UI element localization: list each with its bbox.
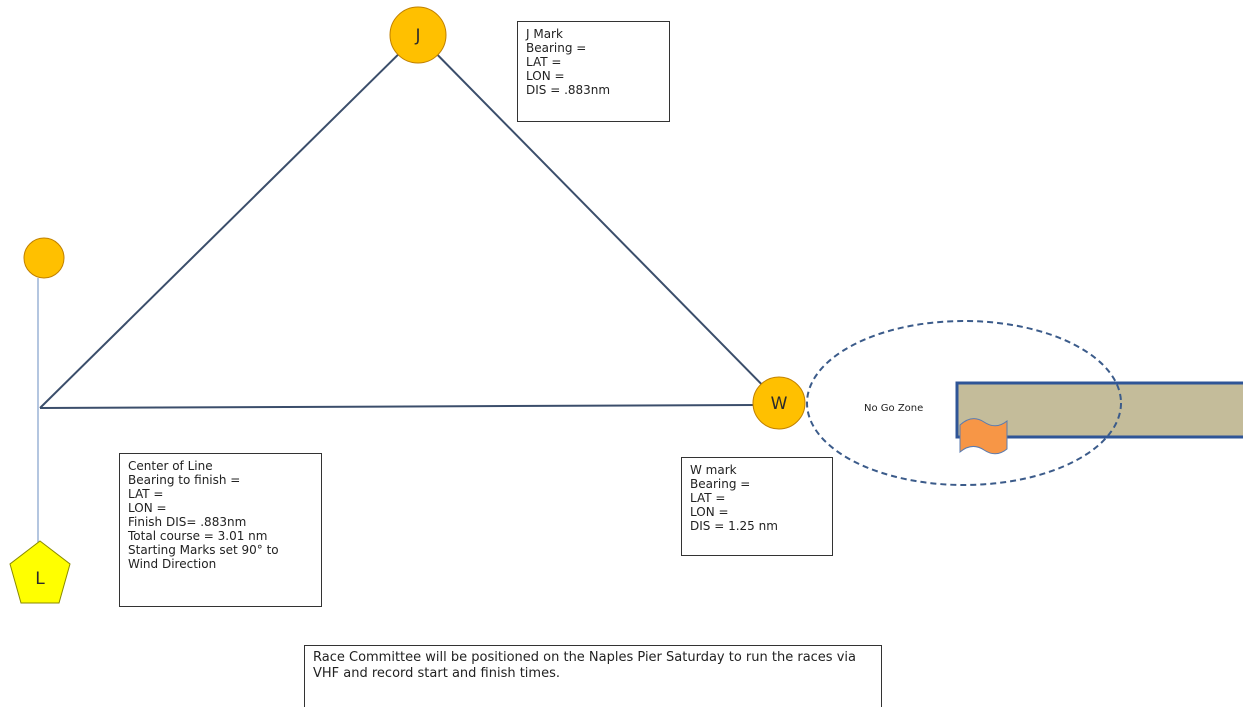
center-wind-direction: Wind Direction [128,557,217,571]
center-of-line-info-box: Center of Line Bearing to finish = LAT =… [119,453,322,607]
no-go-zone-boundary [806,320,1122,486]
center-lat: LAT = [128,487,164,501]
w-mark-bearing: Bearing = [690,477,751,491]
j-mark: J [389,6,447,64]
center-starting-marks: Starting Marks set 90° to [128,543,279,557]
j-mark-distance: DIS = .883nm [526,83,611,97]
j-mark-lat: LAT = [526,55,562,69]
l-mark-pentagon [9,540,71,604]
center-lon: LON = [128,501,167,515]
j-mark-title: J Mark [526,27,563,41]
pin-end-buoy [23,237,65,279]
center-bearing: Bearing to finish = [128,473,241,487]
w-mark-distance: DIS = 1.25 nm [690,519,778,533]
center-title: Center of Line [128,459,213,473]
course-leg-start-to-j [39,34,419,409]
center-total-course: Total course = 3.01 nm [128,529,268,543]
center-finish-distance: Finish DIS= .883nm [128,515,247,529]
course-leg-start-to-w [39,404,756,409]
j-mark-buoy [389,6,447,64]
w-mark: W [752,376,806,430]
course-leg-j-to-w [417,34,780,403]
j-mark-letter: J [414,26,420,46]
w-mark-lat: LAT = [690,491,726,505]
flag-icon [959,418,1008,455]
l-mark-letter: L [35,569,45,589]
w-mark-lon: LON = [690,505,729,519]
no-go-zone: No Go Zone [806,320,1243,486]
l-mark: L [9,540,71,604]
w-mark-letter: W [771,394,788,414]
j-mark-bearing: Bearing = [526,41,587,55]
j-mark-info-box: J Mark Bearing = LAT = LON = DIS = .883n… [517,21,670,122]
race-committee-note: Race Committee will be positioned on the… [304,645,882,707]
j-mark-lon: LON = [526,69,565,83]
race-committee-note-text: Race Committee will be positioned on the… [313,650,856,681]
w-mark-buoy [752,376,806,430]
no-go-zone-label: No Go Zone [864,403,923,414]
w-mark-title: W mark [690,463,737,477]
w-mark-info-box: W mark Bearing = LAT = LON = DIS = 1.25 … [681,457,833,556]
